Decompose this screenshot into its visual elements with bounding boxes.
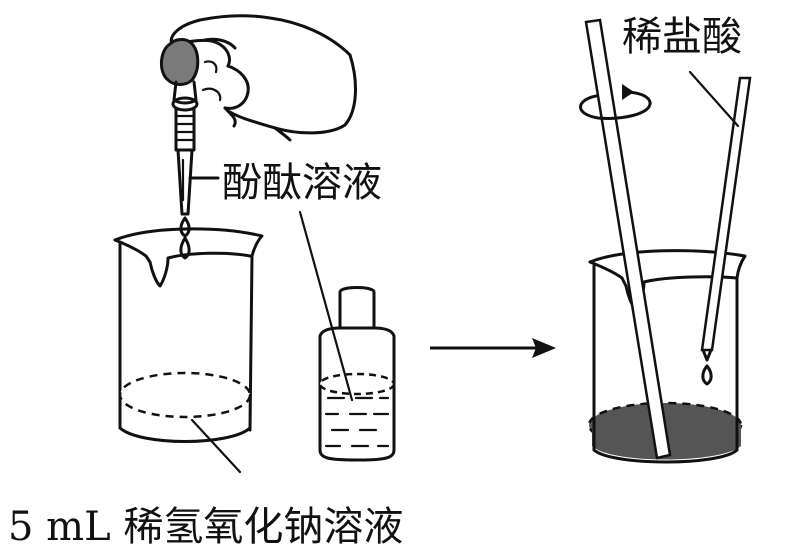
bottle-label-leader	[298, 210, 354, 402]
phenolphthalein-bottle	[298, 210, 396, 462]
naoh-solution-label: 5 mL 稀氢氧化钠溶液	[8, 494, 403, 552]
left-beaker	[113, 227, 264, 474]
hydrochloric-acid-label: 稀盐酸	[622, 14, 742, 60]
phenolphthalein-label: 酚酞溶液	[222, 160, 382, 206]
hcl-dropper	[700, 76, 752, 386]
naoh-name: 稀氢氧化钠溶液	[123, 504, 404, 550]
naoh-amount: 5 mL	[8, 504, 111, 550]
naoh-label-leader	[190, 418, 242, 474]
dropper-icon	[160, 38, 200, 260]
hcl-label-leader	[688, 70, 740, 128]
rotation-icon	[579, 84, 652, 120]
hand-icon	[169, 14, 357, 142]
right-arrow	[430, 338, 556, 358]
glass-rod	[584, 18, 672, 460]
